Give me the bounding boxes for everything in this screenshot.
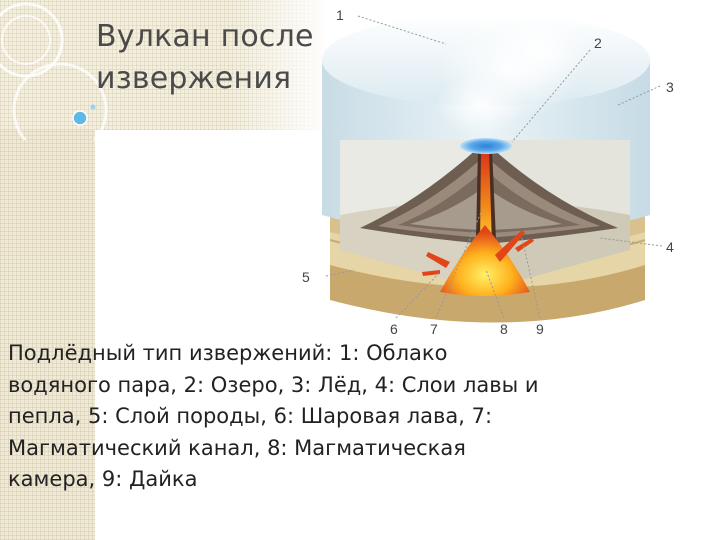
label-2: 2 bbox=[594, 35, 602, 51]
slide-title-line-2: извержения bbox=[96, 61, 292, 96]
leader-line-1 bbox=[357, 15, 447, 45]
label-9: 9 bbox=[536, 321, 544, 337]
decorative-ornament bbox=[0, 2, 108, 140]
slide-title: Вулкан после извержения bbox=[96, 16, 336, 100]
caption-line-3: пепла, 5: Слой породы, 6: Шаровая лава, … bbox=[8, 404, 493, 428]
leader-line-4 bbox=[599, 237, 663, 247]
leader-line-5 bbox=[325, 269, 355, 277]
label-1: 1 bbox=[336, 7, 344, 23]
leader-line-9 bbox=[521, 237, 541, 319]
label-7: 7 bbox=[430, 321, 438, 337]
lake bbox=[460, 138, 512, 154]
caption-line-2: водяного пара, 2: Озеро, 3: Лёд, 4: Слои… bbox=[8, 372, 539, 397]
leader-line-2 bbox=[511, 49, 591, 143]
label-6: 6 bbox=[390, 321, 398, 337]
leader-line-7 bbox=[435, 209, 483, 319]
dike bbox=[495, 230, 525, 262]
bullet-dot-icon bbox=[72, 110, 88, 126]
caption-line-5: камера, 9: Дайка bbox=[8, 467, 198, 491]
label-3: 3 bbox=[666, 79, 674, 95]
caption-line-1: Подлёдный тип извержений: 1: Облако bbox=[8, 341, 448, 365]
label-5: 5 bbox=[302, 269, 310, 285]
magma-chamber bbox=[440, 225, 530, 296]
label-8: 8 bbox=[500, 321, 508, 337]
magma-channel bbox=[480, 150, 492, 245]
label-4: 4 bbox=[666, 239, 674, 255]
leader-line-8 bbox=[485, 269, 505, 319]
volcano-diagram: 1 2 3 4 5 6 7 8 9 bbox=[302, 7, 674, 337]
caption-line-4: Магматический канал, 8: Магматическая bbox=[8, 435, 466, 460]
caption: Подлёдный тип извержений: 1: Облако водя… bbox=[8, 338, 708, 496]
leader-line-6 bbox=[395, 271, 441, 319]
pillow-lava bbox=[426, 252, 450, 268]
slide-title-line-1: Вулкан после bbox=[96, 19, 314, 54]
